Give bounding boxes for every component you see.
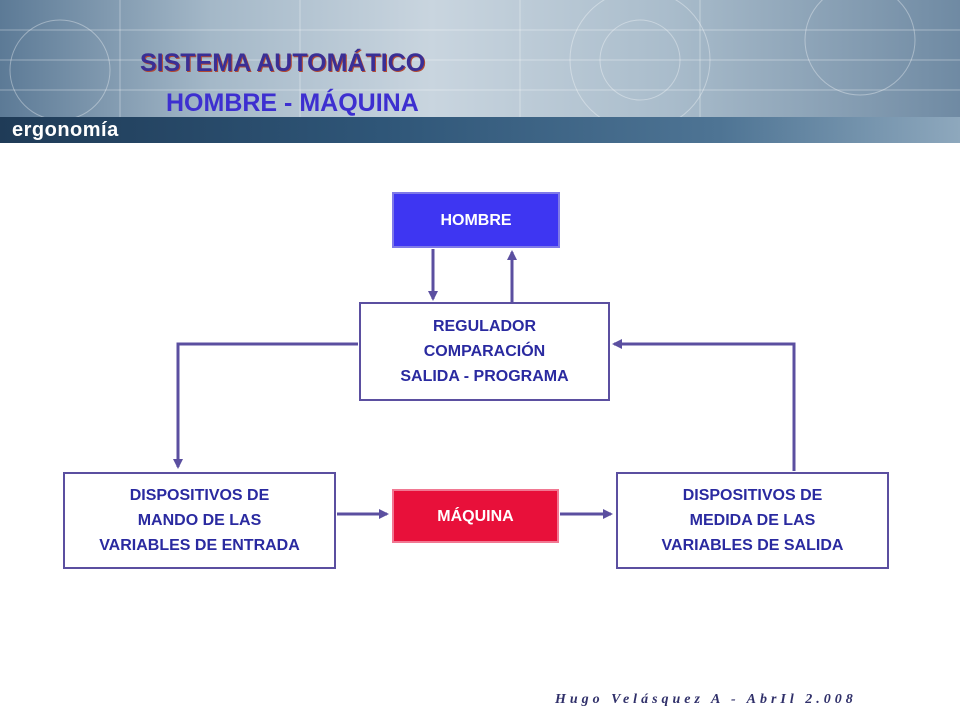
footer-author: Hugo Velásquez A - AbrIl 2.008: [555, 692, 857, 707]
dispositivos-mando-box: DISPOSITIVOS DE MANDO DE LAS VARIABLES D…: [63, 472, 336, 569]
maquina-label: MÁQUINA: [437, 507, 514, 525]
regulador-box: REGULADOR COMPARACIÓN SALIDA - PROGRAMA: [359, 302, 610, 401]
hombre-box: HOMBRE: [392, 192, 560, 248]
header-banner: ergonomía SISTEMA AUTOMÁTICO HOMBRE - MÁ…: [0, 0, 960, 143]
dispositivos-mando-label: DISPOSITIVOS DE MANDO DE LAS VARIABLES D…: [99, 487, 300, 554]
brand-logo: ergonomía: [12, 119, 119, 141]
maquina-box: MÁQUINA: [392, 489, 559, 543]
regulador-label: REGULADOR COMPARACIÓN SALIDA - PROGRAMA: [400, 318, 569, 385]
arrow-medida-to-regulador: [612, 339, 796, 471]
banner-decoration: [0, 0, 960, 131]
arrow-regulador-to-mando: [173, 342, 358, 469]
hombre-label: HOMBRE: [440, 211, 512, 229]
page-title-line1: SISTEMA AUTOMÁTICO: [140, 49, 426, 77]
page-title-line2: HOMBRE - MÁQUINA: [166, 89, 419, 117]
banner-strip: [0, 117, 960, 143]
dispositivos-medida-label: DISPOSITIVOS DE MEDIDA DE LAS VARIABLES …: [661, 487, 844, 554]
dispositivos-medida-box: DISPOSITIVOS DE MEDIDA DE LAS VARIABLES …: [616, 472, 889, 569]
